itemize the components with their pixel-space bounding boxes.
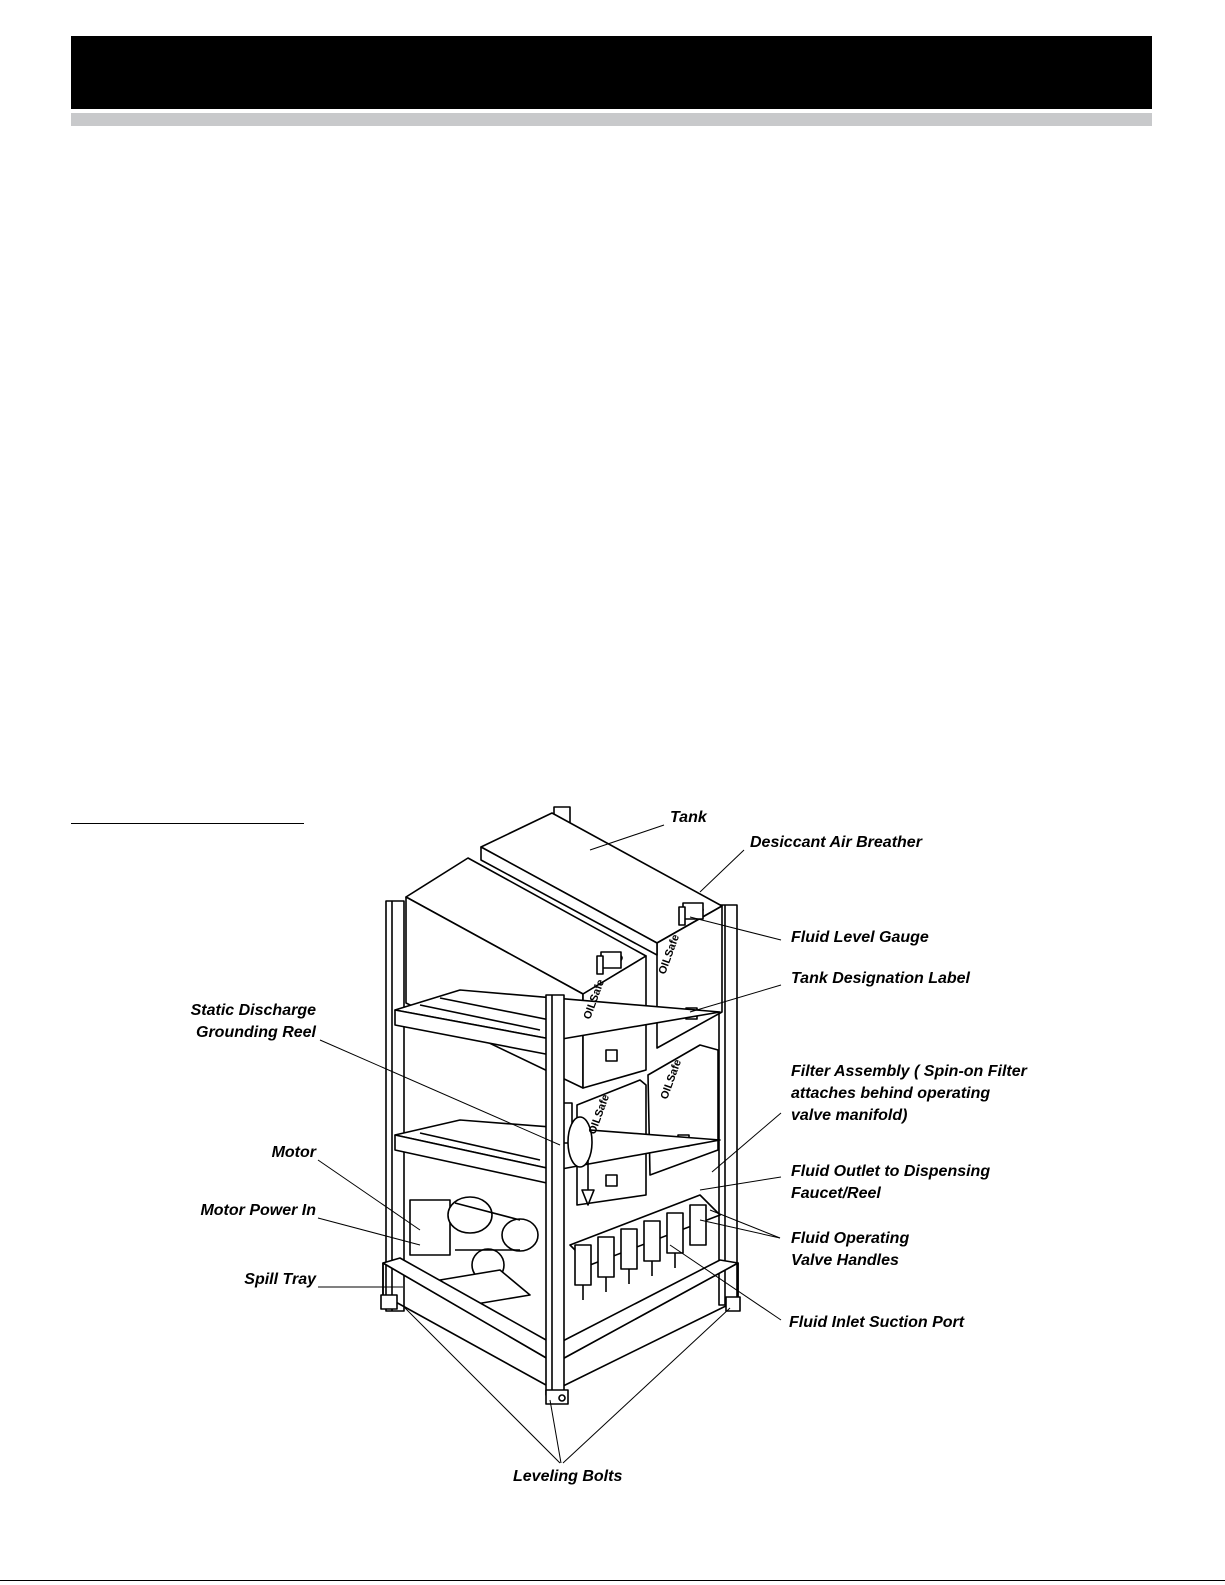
footer-rule [0,1580,1225,1581]
header-rule [71,113,1152,126]
callout-tank-designation-label: Tank Designation Label [791,970,970,987]
callout-line: Fluid Operating [791,1230,910,1247]
callout-fluid-inlet-suction-port: Fluid Inlet Suction Port [789,1314,965,1331]
desiccant-breather-rear [678,902,704,926]
callout-line: Faucet/Reel [791,1185,881,1202]
callout-motor: Motor [271,1144,316,1161]
callout-valve-handles: Fluid Operating Valve Handles [791,1228,909,1272]
callout-spill-tray: Spill Tray [244,1271,316,1288]
callout-line: Valve Handles [791,1252,899,1269]
callout-motor-power-in: Motor Power In [200,1202,316,1219]
callout-line: valve manifold) [791,1107,908,1124]
callout-line: Static Discharge [190,1002,316,1019]
back-post-left [385,900,405,1312]
callout-leveling-bolts: Leveling Bolts [513,1468,623,1485]
callout-static-discharge: Static Discharge Grounding Reel [120,1000,316,1044]
leader-lines [317,824,782,1464]
callout-line: Filter Assembly ( Spin-on Filter [791,1063,1027,1080]
desiccant-breather-front [596,951,623,975]
callout-line: Grounding Reel [196,1024,316,1041]
header-bar [71,36,1152,109]
callout-fluid-level-gauge: Fluid Level Gauge [791,929,929,946]
valve-manifold [569,1194,721,1300]
callout-tank: Tank [670,809,707,826]
callout-line: Fluid Outlet to Dispensing [791,1163,991,1180]
grounding-reel [561,1102,595,1206]
callout-desiccant-air-breather: Desiccant Air Breather [750,834,922,851]
section-heading-underline [71,823,304,824]
callout-filter-assembly: Filter Assembly ( Spin-on Filter attache… [791,1061,1027,1127]
callout-line: attaches behind operating [791,1085,991,1102]
front-post-left [545,994,569,1405]
callout-fluid-outlet: Fluid Outlet to Dispensing Faucet/Reel [791,1161,990,1205]
